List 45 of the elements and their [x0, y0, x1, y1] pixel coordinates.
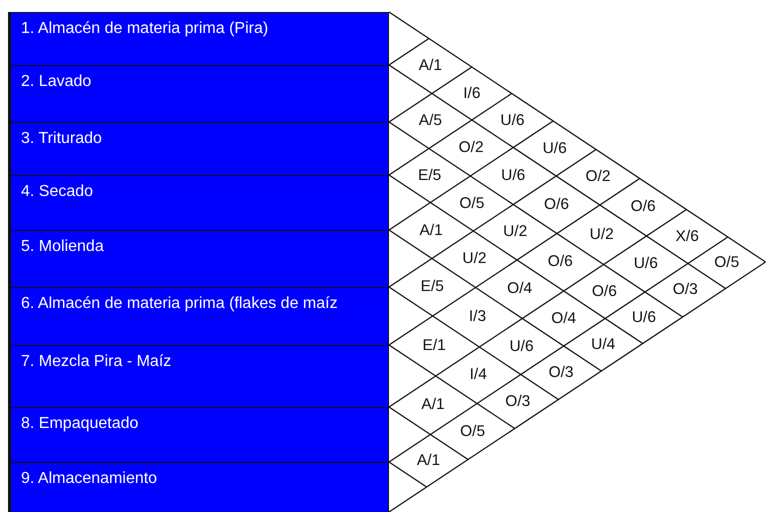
relationship-code: O/3 — [505, 394, 530, 410]
relationship-code: U/6 — [634, 256, 658, 272]
relationship-code: U/2 — [503, 224, 528, 240]
activity-box: 8. Empaquetado — [8, 407, 389, 463]
relationship-code: A/5 — [418, 113, 442, 129]
activity-box: 5. Molienda — [8, 230, 389, 288]
relationship-code: U/2 — [590, 226, 614, 243]
relationship-code: A/1 — [416, 452, 440, 469]
relationship-code: O/4 — [551, 310, 576, 326]
activity-box: 1. Almacén de materia prima (Pira) — [8, 12, 389, 66]
activity-box: 9. Almacenamiento — [8, 462, 389, 512]
relationship-code: I/4 — [470, 367, 487, 384]
relationship-code: O/5 — [459, 196, 484, 212]
relationship-code: U/6 — [501, 168, 526, 184]
relationship-code: E/1 — [422, 338, 446, 354]
relationship-code: O/6 — [592, 284, 617, 300]
relationship-code: A/1 — [421, 397, 445, 414]
relationship-code: I/3 — [468, 309, 486, 326]
relationship-code: A/1 — [420, 222, 443, 238]
activity-box: 4. Secado — [8, 175, 389, 231]
relationship-code: U/6 — [542, 140, 567, 156]
activity-box: 3. Triturado — [8, 122, 389, 176]
relationship-code: O/3 — [548, 364, 574, 381]
relationship-code: O/5 — [460, 424, 486, 440]
relationship-code: X/6 — [676, 228, 699, 244]
relationship-code: U/6 — [509, 338, 534, 354]
relationship-code: U/4 — [591, 336, 616, 353]
relationship-code: U/6 — [632, 310, 656, 326]
relationship-code: O/2 — [585, 169, 610, 186]
relationship-code: E/5 — [418, 168, 442, 184]
relationship-code: O/5 — [714, 254, 740, 271]
activity-box: 7. Mezcla Pira - Maíz — [8, 345, 389, 408]
relationship-code: O/6 — [548, 254, 573, 270]
activity-box: 2. Lavado — [8, 65, 389, 123]
relationship-code: O/6 — [630, 199, 656, 216]
relationship-code: O/6 — [544, 196, 570, 213]
activity-box: 6. Almacén de materia prima (flakes de maíz — [8, 287, 389, 346]
relationship-code: A/1 — [418, 58, 442, 74]
relationship-code: U/2 — [462, 251, 487, 268]
relationship-code: O/2 — [458, 140, 484, 156]
relationship-code: O/4 — [507, 281, 532, 298]
relationship-code: E/5 — [420, 279, 444, 296]
relationship-code: I/6 — [463, 86, 480, 102]
relationship-code: O/3 — [672, 282, 698, 298]
relationship-code: U/6 — [500, 112, 525, 128]
